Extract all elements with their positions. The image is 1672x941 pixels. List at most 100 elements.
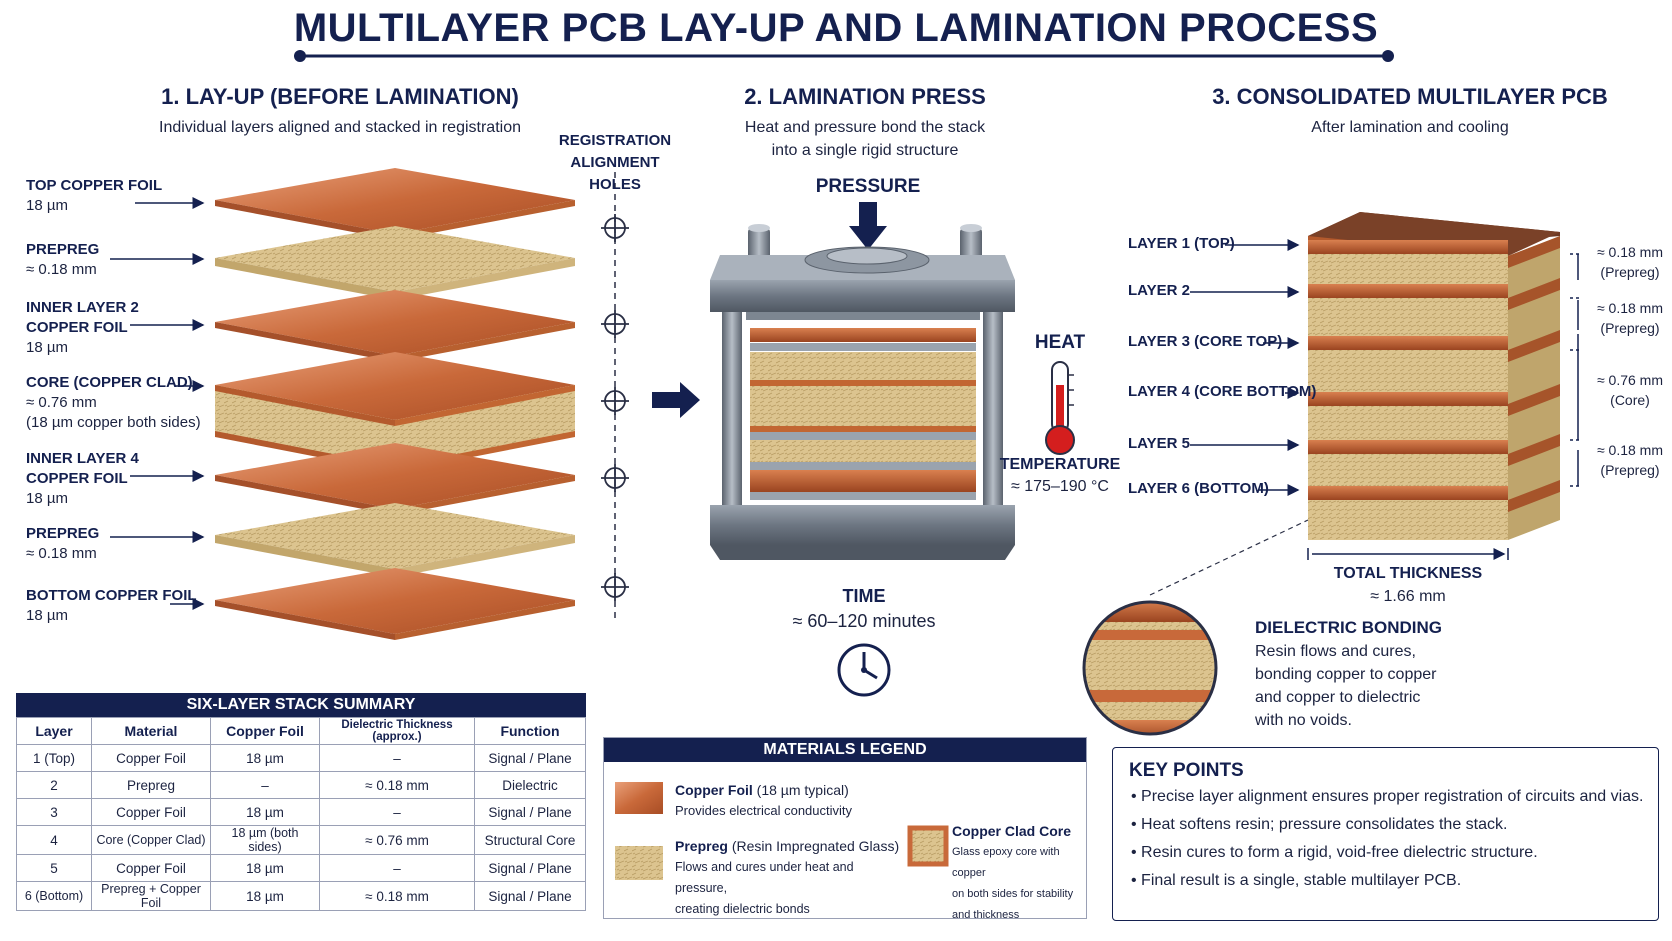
time-value: ≈ 60–120 minutes: [792, 611, 936, 631]
temperature-label: TEMPERATURE: [999, 456, 1121, 473]
section3-title: 3. CONSOLIDATED MULTILAYER PCB: [1212, 84, 1608, 109]
key-point-item: • Precise layer alignment ensures proper…: [1131, 788, 1644, 805]
table-cell: 18 µm: [210, 798, 320, 826]
table-cell: 18 µm: [210, 854, 320, 882]
dielectric-bonding-line2: bonding copper to copper: [1255, 666, 1437, 683]
dielectric-bonding-line3: and copper to dielectric: [1255, 689, 1421, 706]
dielectric-bonding-line1: Resin flows and cures,: [1255, 643, 1416, 660]
table-row: 4 Core (Copper Clad) 18 µm (both sides) …: [16, 825, 586, 855]
legend-prepreg-desc-2: creating dielectric bonds: [675, 902, 810, 916]
section2-subtitle: Heat and pressure bond the stack into a …: [700, 116, 1030, 162]
dielectric-bonding: DIELECTRIC BONDING Resin flows and cures…: [1255, 616, 1515, 732]
dim-core-value: ≈ 0.76 mm: [1596, 372, 1664, 388]
temperature-value: ≈ 175–190 °C: [1011, 478, 1109, 495]
registration-label-line2: ALIGNMENT HOLES: [570, 154, 660, 193]
heat-label: HEAT: [1034, 332, 1086, 353]
key-points-panel: KEY POINTS • Precise layer alignment ens…: [1112, 747, 1659, 921]
table-row: 3 Copper Foil 18 µm – Signal / Plane: [16, 798, 586, 826]
legend-prepreg: Prepreg (Resin Impregnated Glass) Flows …: [675, 836, 905, 919]
table-cell: Prepreg: [91, 771, 211, 799]
key-point-item: • Resin cures to form a rigid, void-free…: [1131, 844, 1538, 861]
label-core-detail2: (18 µm copper both sides): [26, 414, 201, 431]
legend-copper-foil: Copper Foil (18 µm typical) Provides ele…: [675, 780, 905, 821]
table-cell: Prepreg + Copper Foil: [91, 881, 211, 911]
table-cell: ≈ 0.18 mm: [319, 881, 475, 911]
stack-summary-table: Layer Material Copper Foil Dielectric Th…: [16, 717, 586, 911]
dim-prepreg-3-note: (Prepreg): [1600, 462, 1660, 478]
label-inner-layer-4-detail: 18 µm: [26, 490, 68, 507]
label-bottom-copper-detail: 18 µm: [26, 607, 68, 624]
layer-4-label: LAYER 4 (CORE BOTTOM): [1128, 383, 1317, 400]
label-top-copper-detail: 18 µm: [26, 197, 68, 214]
table-header-cell: Function: [474, 717, 586, 745]
table-cell: Copper Foil: [91, 744, 211, 772]
section3-subtitle: After lamination and cooling: [1311, 119, 1509, 136]
section2-title: 2. LAMINATION PRESS: [744, 84, 986, 109]
label-top-copper-name: TOP COPPER FOIL: [26, 177, 163, 194]
legend-core-name: Copper Clad Core: [952, 823, 1072, 839]
dim-prepreg-2-value: ≈ 0.18 mm: [1596, 300, 1664, 316]
dim-prepreg-1: ≈ 0.18 mm (Prepreg): [1590, 242, 1670, 282]
registration-label: REGISTRATION ALIGNMENT HOLES: [545, 130, 685, 196]
table-cell: Signal / Plane: [474, 854, 586, 882]
total-thickness-label: TOTAL THICKNESS: [1333, 565, 1483, 582]
table-row: 5 Copper Foil 18 µm – Signal / Plane: [16, 854, 586, 882]
table-row: 1 (Top) Copper Foil 18 µm – Signal / Pla…: [16, 744, 586, 772]
table-cell: Structural Core: [474, 825, 586, 855]
stack-summary-title: SIX-LAYER STACK SUMMARY: [16, 693, 586, 717]
legend-prepreg-desc-1: Flows and cures under heat and pressure,: [675, 860, 854, 895]
legend-prepreg-extra: (Resin Impregnated Glass): [731, 838, 900, 854]
section2-subtitle-line2: into a single rigid structure: [771, 142, 959, 159]
legend-core-desc-2: on both sides for stability: [952, 888, 1074, 900]
table-cell: –: [319, 744, 475, 772]
label-inner-layer-4-name: INNER LAYER 4: [26, 450, 139, 467]
table-cell: 6 (Bottom): [16, 881, 92, 911]
legend-core-desc-1: Glass epoxy core with copper: [952, 846, 1060, 879]
key-points-list: • Precise layer alignment ensures proper…: [1113, 788, 1644, 900]
dim-prepreg-1-value: ≈ 0.18 mm: [1596, 244, 1664, 260]
section1-title: 1. LAY-UP (BEFORE LAMINATION): [161, 84, 519, 109]
table-header-cell: Copper Foil: [210, 717, 320, 745]
label-inner-layer-4: INNER LAYER 4 COPPER FOIL 18 µm: [26, 449, 139, 509]
dim-core: ≈ 0.76 mm (Core): [1590, 370, 1670, 410]
page-title: MULTILAYER PCB LAY-UP AND LAMINATION PRO…: [293, 6, 1379, 50]
registration-label-line1: REGISTRATION: [558, 132, 672, 149]
legend-copper-clad-core: Copper Clad Core Glass epoxy core with c…: [952, 822, 1082, 925]
table-row: 6 (Bottom) Prepreg + Copper Foil 18 µm ≈…: [16, 881, 586, 911]
dim-core-note: (Core): [1610, 392, 1650, 408]
legend-prepreg-name: Prepreg: [675, 838, 728, 854]
label-prepreg-1-name: PREPREG: [26, 241, 100, 258]
layer-1-label: LAYER 1 (TOP): [1128, 235, 1235, 252]
table-cell: Core (Copper Clad): [91, 825, 211, 855]
table-header-cell: Dielectric Thickness (approx.): [319, 717, 475, 745]
table-cell: 1 (Top): [16, 744, 92, 772]
table-cell: –: [319, 854, 475, 882]
label-prepreg-2: PREPREG ≈ 0.18 mm: [26, 524, 99, 564]
label-inner-layer-2: INNER LAYER 2 COPPER FOIL 18 µm: [26, 298, 139, 358]
label-inner-layer-2-detail: 18 µm: [26, 339, 68, 356]
label-core-detail: ≈ 0.76 mm: [26, 394, 97, 411]
dim-prepreg-3: ≈ 0.18 mm (Prepreg): [1590, 440, 1670, 480]
materials-legend-panel: MATERIALS LEGEND: [603, 737, 1087, 919]
table-cell: –: [210, 771, 320, 799]
layer-5-label: LAYER 5: [1128, 435, 1190, 452]
key-point-item: • Final result is a single, stable multi…: [1131, 872, 1462, 889]
section1-subtitle: Individual layers aligned and stacked in…: [159, 119, 521, 136]
table-cell: –: [319, 798, 475, 826]
dim-prepreg-2-note: (Prepreg): [1600, 320, 1660, 336]
dim-prepreg-3-value: ≈ 0.18 mm: [1596, 442, 1664, 458]
label-prepreg-2-name: PREPREG: [26, 525, 100, 542]
label-core: CORE (COPPER CLAD) ≈ 0.76 mm (18 µm copp…: [26, 373, 201, 433]
label-prepreg-2-detail: ≈ 0.18 mm: [26, 545, 97, 562]
table-header-cell: Material: [91, 717, 211, 745]
label-inner-layer-4-name2: COPPER FOIL: [26, 470, 128, 487]
table-cell: ≈ 0.76 mm: [319, 825, 475, 855]
label-bottom-copper-name: BOTTOM COPPER FOIL: [26, 587, 197, 604]
label-inner-layer-2-name2: COPPER FOIL: [26, 319, 128, 336]
legend-core-desc-3: and thickness: [952, 909, 1020, 921]
section2-subtitle-line1: Heat and pressure bond the stack: [744, 119, 986, 136]
table-cell: 5: [16, 854, 92, 882]
dielectric-bonding-line4: with no voids.: [1255, 712, 1352, 729]
table-cell: 18 µm (both sides): [210, 825, 320, 855]
legend-copper-name: Copper Foil: [675, 782, 753, 798]
